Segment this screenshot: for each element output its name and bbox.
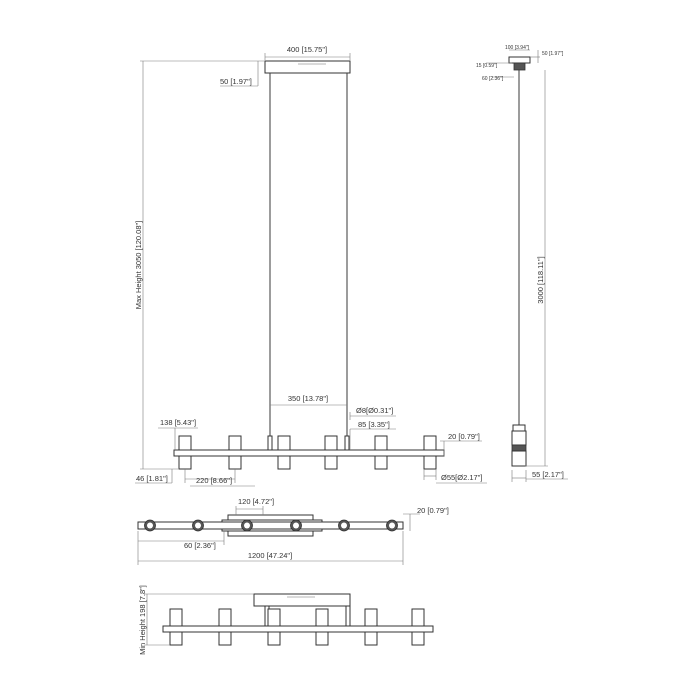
cable-diameter-label: Ø8[Ø0.31"] bbox=[356, 406, 393, 415]
stem-height-label: 85 [3.35"] bbox=[358, 420, 390, 429]
shade bbox=[277, 435, 291, 470]
shade-top bbox=[290, 519, 302, 532]
fixture-bar bbox=[173, 449, 445, 457]
shade bbox=[178, 435, 192, 470]
shade-min bbox=[218, 608, 232, 646]
shade-min bbox=[364, 608, 378, 646]
shade bbox=[228, 435, 242, 470]
min-height-label: Min Height 198 [7.8"] bbox=[138, 585, 147, 655]
min-height-view: Min Height 198 [7.8"] bbox=[138, 585, 434, 655]
shade-min bbox=[411, 608, 425, 646]
shade-min bbox=[267, 608, 281, 646]
cable-spacing-label: 350 [13.78"] bbox=[288, 394, 328, 403]
top-bar bbox=[137, 521, 404, 530]
front-view: 400 [15.75"] 50 [1.97"] Max Height 3050 … bbox=[134, 45, 487, 487]
shade-top bbox=[338, 519, 350, 532]
shade-top bbox=[241, 519, 253, 532]
top-view: 120 [4.72"] 20 [0.79"] 60 [2.36"] 1200 [… bbox=[137, 497, 449, 565]
shade bbox=[423, 435, 437, 470]
shade bbox=[374, 435, 388, 470]
side-canopy-top-width-label: 100 [3.94"] bbox=[505, 45, 530, 51]
cable-length-label: 3000 [118.11"] bbox=[536, 256, 545, 303]
side-canopy-bottom-label: 60 [2.36"] bbox=[482, 76, 504, 82]
max-height-label: Max Height 3050 [120.08"] bbox=[134, 221, 143, 310]
top-bar-width-label: 20 [0.79"] bbox=[417, 506, 449, 515]
canopy-width-label: 400 [15.75"] bbox=[287, 45, 327, 54]
shade-spacing-label: 220 [8.66"] bbox=[196, 476, 232, 485]
shade bbox=[324, 435, 338, 470]
bar-offset-label: 46 [1.81"] bbox=[136, 474, 168, 483]
top-overall-length-label: 1200 [47.24"] bbox=[248, 551, 292, 560]
shade-top bbox=[386, 519, 398, 532]
top-end-offset-label: 60 [2.36"] bbox=[184, 541, 216, 550]
shade-diameter-label: Ø55[Ø2.17"] bbox=[441, 473, 482, 482]
top-center-width-label: 120 [4.72"] bbox=[238, 497, 274, 506]
bar-thickness-label: 20 [0.79"] bbox=[448, 432, 480, 441]
side-canopy-top-height-label: 50 [1.97"] bbox=[542, 51, 564, 57]
shade-top bbox=[144, 519, 156, 532]
side-shade-width-label: 55 [2.17"] bbox=[532, 470, 564, 479]
shade-min bbox=[169, 608, 183, 646]
canopy bbox=[264, 60, 351, 74]
side-canopy-side-label: 15 [0.59"] bbox=[476, 63, 498, 69]
min-bar bbox=[162, 625, 434, 633]
shade-top bbox=[192, 519, 204, 532]
canopy-height-label: 50 [1.97"] bbox=[220, 77, 252, 86]
shade-min bbox=[315, 608, 329, 646]
side-view: 100 [3.94"] 50 [1.97"] 15 [0.59"] 60 [2.… bbox=[476, 45, 568, 482]
shade-height-label: 138 [5.43"] bbox=[160, 418, 196, 427]
